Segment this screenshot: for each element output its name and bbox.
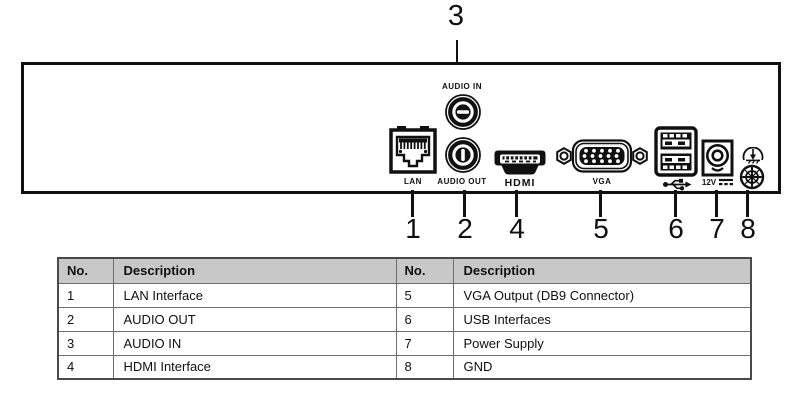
callout-line-6 [674,190,677,217]
power-jack-icon [701,139,734,177]
power-voltage-label: 12V [701,177,717,187]
cell-description: GND [452,354,752,380]
callout-line-2 [463,190,466,217]
hdmi-logo-label: HDMI [504,177,536,189]
table-row: 3 AUDIO IN 7 Power Supply [57,330,752,356]
header-no-left: No. [57,257,114,284]
cell-no: 4 [57,354,114,380]
lan-label: LAN [404,177,422,186]
table-row: 1 LAN Interface 5 VGA Output (DB9 Connec… [57,282,752,308]
ground-screw-icon [739,164,765,190]
cell-no: 6 [395,306,454,332]
cell-no: 2 [57,306,114,332]
callout-number-1: 1 [405,213,421,244]
interface-description-table: No. Description No. Description 1 LAN In… [57,257,752,380]
callout-number-7: 7 [709,213,725,244]
power-label-group: 12V [696,177,740,187]
cell-no: 5 [395,282,454,308]
callout-number-4: 4 [509,213,525,244]
callout-line-4 [515,190,518,217]
callout-line-5 [599,190,602,217]
hdmi-port-icon [494,150,546,175]
cell-no: 8 [395,354,454,380]
vga-label: VGA [592,177,612,186]
callout-number-5: 5 [593,213,609,244]
cell-description: LAN Interface [112,282,397,308]
cell-description: AUDIO OUT [112,306,397,332]
header-description-right: Description [452,257,752,284]
table-row: 4 HDMI Interface 8 GND [57,354,752,380]
audio-in-rca-icon [445,94,481,130]
cell-no: 7 [395,330,454,356]
usb-trident-icon [663,178,692,191]
dc-symbol-icon [719,178,734,186]
callout-line-1 [411,190,414,217]
audio-out-label: AUDIO OUT [437,177,487,186]
cell-description: HDMI Interface [112,354,397,380]
audio-out-rca-icon [445,137,481,173]
usb-ports-icon [654,126,698,177]
cell-description: USB Interfaces [452,306,752,332]
table-header-row: No. Description No. Description [57,257,752,284]
cell-description: AUDIO IN [112,330,397,356]
header-no-right: No. [395,257,454,284]
callout-line-7 [715,190,718,217]
callout-line-8 [746,190,749,217]
callout-line-3 [455,40,458,77]
callout-number-2: 2 [457,213,473,244]
cell-description: VGA Output (DB9 Connector) [452,282,752,308]
cell-description: Power Supply [452,330,752,356]
callout-number-6: 6 [668,213,684,244]
header-description-left: Description [112,257,397,284]
vga-port-icon [556,139,648,173]
ground-symbol-icon [742,147,764,164]
cell-no: 3 [57,330,114,356]
table-row: 2 AUDIO OUT 6 USB Interfaces [57,306,752,332]
audio-in-label: AUDIO IN [442,82,482,91]
cell-no: 1 [57,282,114,308]
callout-number-8: 8 [740,213,756,244]
callout-number-3: 3 [447,0,465,32]
lan-port-icon [389,126,437,174]
